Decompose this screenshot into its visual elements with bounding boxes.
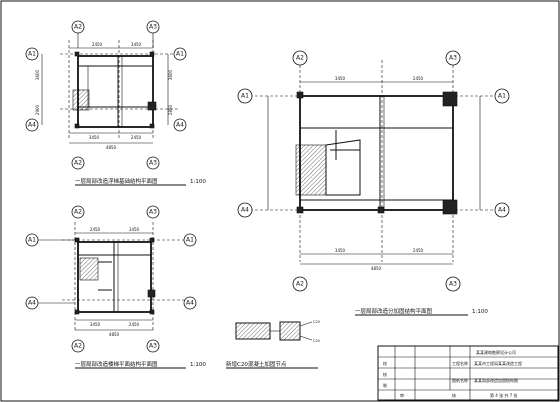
axis-bubble: A1 <box>28 237 36 244</box>
company-line1: 某某建筑勘察设计公司 <box>476 349 516 355</box>
axis-bubble: A2 <box>296 55 304 62</box>
axis-bubble: A4 <box>241 207 249 214</box>
plan-2-scale: 1:100 <box>190 362 206 368</box>
dim-overall: 4850 <box>106 145 117 150</box>
detail-note-a: C20 <box>313 320 320 324</box>
plan-3: 3450 2450 3450 2450 4850 A2 A3 A1 A4 A1 … <box>237 50 510 316</box>
axis-bubble: A4 <box>28 122 36 129</box>
axis-bubble: A3 <box>149 160 157 167</box>
dim-top-left: 3450 <box>335 76 346 81</box>
dim-top-right: 3450 <box>131 42 142 47</box>
plan-1: 2450 3450 3450 2450 4850 3600 2900 3600 … <box>25 20 206 186</box>
plan-2-title: 一层局部改造楼梯平面结构平面图 <box>75 360 158 368</box>
dim-overall: 4850 <box>371 266 382 271</box>
axis-bubble: A3 <box>449 55 457 62</box>
plan-2: 2450 3450 3450 2450 4850 A2 A3 A1 A4 A1 … <box>25 205 206 369</box>
axis-bubble: A1 <box>28 51 36 58</box>
tb-footer2: 核 <box>452 392 456 398</box>
dim-bottom-left: 3450 <box>90 322 101 327</box>
plan-3-title: 一层局部改造分加固结构平面图 <box>355 307 433 315</box>
axis-bubble: A1 <box>186 237 194 244</box>
tb-row2: 核 <box>383 371 387 377</box>
title-block: 某某建筑勘察设计公司 某某市工程局某某改造工程 工程名称 图纸名称 某某局部改造… <box>377 345 559 401</box>
dim-bottom-right: 2450 <box>131 135 142 140</box>
sheet-number: 第 4 张 共 7 张 <box>490 392 517 398</box>
dim-overall: 4850 <box>109 332 120 337</box>
dim-bottom-left: 3450 <box>89 135 100 140</box>
dim-left-a: 3600 <box>35 69 40 80</box>
axis-bubble: A2 <box>74 160 82 167</box>
dim-right-a: 3600 <box>168 69 173 80</box>
axis-bubble: A2 <box>74 209 82 216</box>
axis-bubble: A3 <box>149 209 157 216</box>
dim-bottom-left: 3450 <box>335 248 346 253</box>
axis-bubble: A4 <box>176 122 184 129</box>
axis-bubble: A3 <box>149 24 157 31</box>
axis-bubble: A4 <box>498 207 506 214</box>
axis-bubble: A2 <box>74 24 82 31</box>
axis-bubble: A4 <box>186 300 194 307</box>
column <box>147 101 157 111</box>
axis-bubble: A3 <box>449 281 457 288</box>
tb-row1: 校 <box>383 360 387 366</box>
project-label: 工程名称 <box>452 360 468 366</box>
drawing-label: 图纸名称 <box>452 377 468 383</box>
detail-title: 新增C20混凝土加固节点 <box>226 360 287 368</box>
drawing-name: 某某局部改造加固结构图 <box>474 377 518 383</box>
plan-1-title: 一层局部改造浮梯基础结构平面图 <box>75 177 158 185</box>
tb-footer1: 审 <box>400 392 404 398</box>
axis-bubble: A1 <box>176 51 184 58</box>
dim-left-b: 2900 <box>35 104 40 115</box>
dim-bottom-right: 2450 <box>413 248 424 253</box>
axis-bubble: A3 <box>149 343 157 350</box>
dim-top-right: 3450 <box>129 227 140 232</box>
dim-bottom-right: 2450 <box>129 322 140 327</box>
axis-bubble: A2 <box>296 281 304 288</box>
axis-bubble: A1 <box>498 93 506 100</box>
dim-top-left: 2450 <box>92 42 103 47</box>
dim-top-right: 2450 <box>413 76 424 81</box>
axis-bubble: A1 <box>241 93 249 100</box>
dim-top-left: 2450 <box>90 227 101 232</box>
detail-node: C20 C20 新增C20混凝土加固节点 <box>226 320 320 369</box>
axis-bubble: A4 <box>28 300 36 307</box>
company-line2: 某某市工程局某某改造工程 <box>474 360 522 366</box>
plan-3-scale: 1:100 <box>472 309 488 315</box>
dim-right-b: 2850 <box>168 104 173 115</box>
plan-1-scale: 1:100 <box>190 179 206 185</box>
axis-bubble: A2 <box>74 343 82 350</box>
detail-note-b: C20 <box>313 339 320 343</box>
tb-row3: 制 <box>383 382 387 388</box>
